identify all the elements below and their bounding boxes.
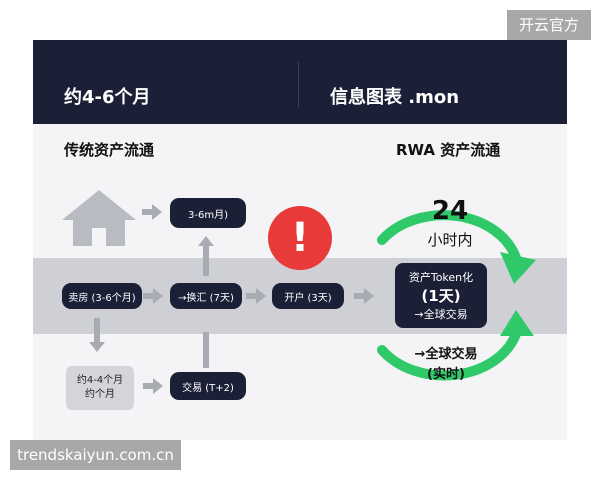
house-icon [62, 190, 136, 246]
green-cycle-arrows [377, 210, 536, 381]
hours-number: 24 [431, 196, 469, 226]
hours-label: 小时内 [427, 231, 473, 249]
token-line2: (1天) [421, 286, 461, 305]
watermark-top-right: 开云官方 [507, 10, 591, 40]
header-divider [298, 62, 299, 108]
token-line1: 资产Token化 [408, 270, 474, 284]
trade-pill: 交易 (T+2) [170, 372, 246, 400]
header-bar [33, 40, 567, 124]
open-account-pill: 开户 (3天) [272, 283, 344, 309]
duration-box-line2: 约个月 [85, 389, 115, 400]
rwa-title: RWA 资产流通 [396, 141, 501, 159]
duration-box-line1: 约4-4个月 [76, 375, 124, 386]
gray-arrows [89, 204, 374, 394]
token-line3: →全球交易 [414, 307, 468, 321]
global-trade-line1: →全球交易 [414, 347, 478, 362]
sell-house-pill: 卖房 (3-6个月) [62, 283, 142, 309]
header-right-text: 信息图表 .mon [330, 87, 460, 108]
traditional-title: 传统资产流通 [64, 141, 155, 159]
duration-box: 约4-4个月 约个月 [66, 366, 134, 410]
watermark-bottom-left: trendskaiyun.com.cn [10, 440, 181, 470]
months-pill: 3-6m月) [170, 198, 246, 228]
alert-icon: ! [268, 206, 332, 270]
tokenization-box: 资产Token化 (1天) →全球交易 [395, 263, 487, 328]
header-left-text: 约4-6个月 [64, 87, 151, 108]
exchange-pill: →换汇 (7天) [170, 283, 242, 309]
global-trade-line2: (实时) [427, 367, 465, 382]
